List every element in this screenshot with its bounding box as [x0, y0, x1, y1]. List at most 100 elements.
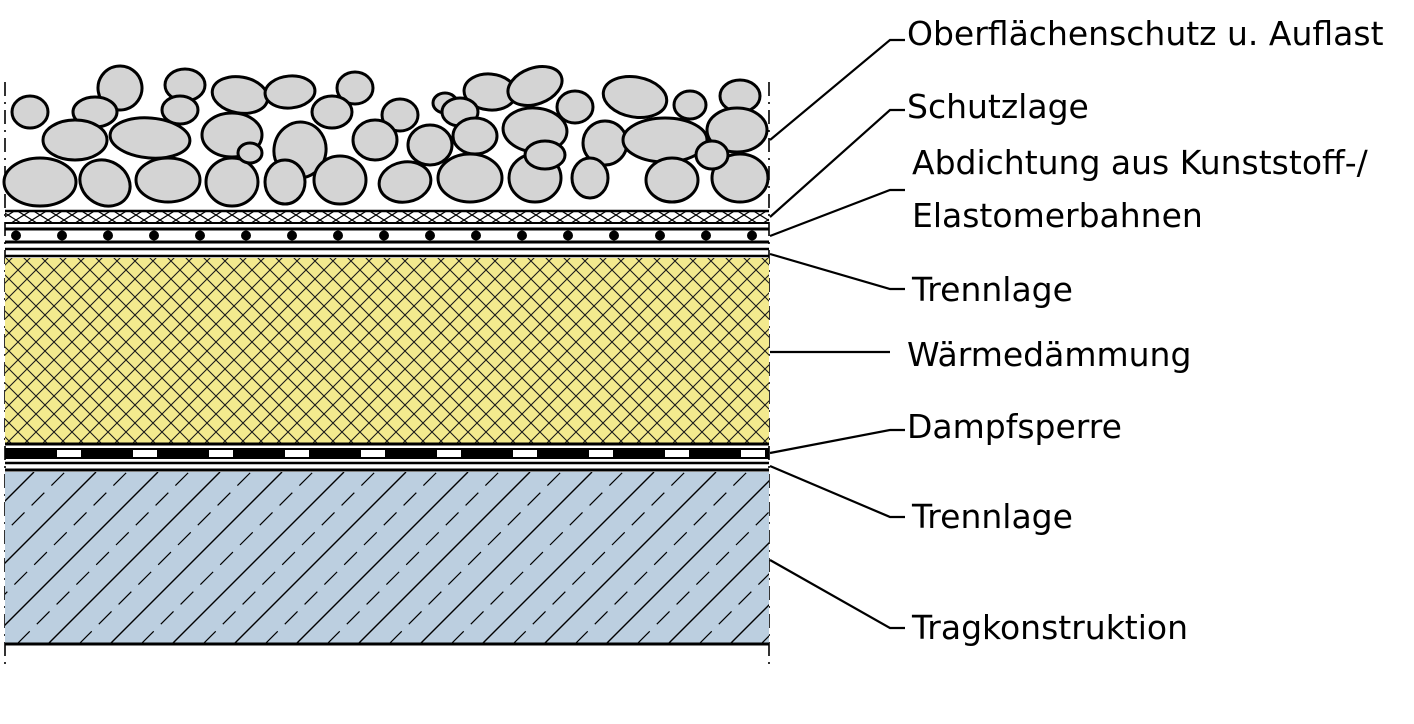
stone	[644, 156, 700, 204]
stone	[436, 152, 504, 204]
stone	[78, 158, 132, 208]
leader-separation-top	[769, 252, 905, 291]
stone	[694, 139, 730, 171]
layer-labels: Oberflächenschutz u. Auflast Schutzlage …	[907, 14, 1384, 647]
seal-dot	[701, 230, 711, 241]
stone	[710, 152, 770, 204]
label-sealing-line2: Elastomerbahnen	[912, 196, 1203, 235]
stone	[335, 70, 375, 106]
structure-hatch-line	[481, 472, 655, 644]
label-separation-bottom: Trennlage	[911, 497, 1073, 536]
structure-hatch-line	[729, 604, 769, 644]
seal-dot	[103, 230, 113, 241]
label-structure: Tragkonstruktion	[911, 608, 1188, 647]
structure-hatch-line	[5, 472, 35, 502]
insulation-layer	[5, 258, 769, 446]
stone	[263, 74, 317, 110]
structure-layer	[0, 472, 769, 646]
stone	[108, 116, 192, 160]
structure-hatch-dashed-line	[636, 511, 769, 644]
stone	[2, 156, 78, 208]
stone	[134, 156, 202, 204]
protection-layer	[5, 209, 769, 224]
seal-dot	[195, 230, 205, 241]
structure-hatch-dashed-line	[16, 472, 190, 644]
structure-hatch-dashed-line	[512, 472, 686, 644]
stone	[380, 97, 420, 133]
structure-hatch-line	[543, 472, 717, 644]
stone	[351, 118, 399, 162]
stone	[672, 89, 708, 121]
structure-hatch-dashed-line	[450, 472, 624, 644]
seal-dot	[425, 230, 435, 241]
structure-hatch-dashed-line	[264, 472, 438, 644]
stone	[705, 106, 769, 154]
seal-dot	[655, 230, 665, 241]
structure-hatch-line	[5, 472, 159, 626]
stone	[312, 154, 368, 206]
stone	[263, 158, 307, 206]
stone	[506, 65, 564, 107]
seal-dot	[747, 230, 757, 241]
structure-hatch-line	[47, 472, 221, 644]
stone	[310, 94, 354, 130]
stone	[236, 141, 264, 165]
stone	[204, 156, 260, 208]
leader-lines	[769, 38, 905, 630]
structure-hatch-line	[667, 542, 769, 644]
label-insulation: Wärmedämmung	[907, 335, 1191, 374]
label-sealing-line1: Abdichtung aus Kunststoff-/	[912, 143, 1369, 182]
stone	[621, 116, 709, 164]
label-protection-layer: Schutzlage	[907, 87, 1089, 126]
stone	[160, 94, 200, 126]
structure-hatch-dashed-line	[140, 472, 314, 644]
stone	[10, 94, 50, 130]
structure-hatch-dashed-line	[574, 472, 748, 644]
seal-dot	[609, 230, 619, 241]
seal-dot	[333, 230, 343, 241]
structure-hatch-line	[605, 480, 769, 644]
structure-hatch-line	[295, 472, 469, 644]
structure-hatch-line	[233, 472, 407, 644]
structure-hatch-dashed-line	[5, 472, 66, 533]
stone	[451, 116, 499, 156]
structure-hatch-line	[5, 472, 97, 564]
leader-protection	[769, 108, 905, 218]
stone	[601, 75, 669, 119]
vapor-barrier-layer	[5, 448, 769, 459]
seal-dot	[11, 230, 21, 241]
seal-dot	[57, 230, 67, 241]
label-vapor-barrier: Dampfsperre	[907, 407, 1122, 446]
leader-surface	[769, 38, 905, 141]
structure-hatch-dashed-line	[0, 472, 3, 644]
label-surface-protection: Oberflächenschutz u. Auflast	[907, 14, 1384, 53]
seal-dot	[241, 230, 251, 241]
leader-vapor	[769, 428, 905, 455]
stone	[523, 139, 567, 171]
structure-hatch-line	[357, 472, 531, 644]
structure-hatch-dashed-line	[5, 472, 128, 595]
gravel-layer	[2, 64, 770, 208]
structure-hatch-line	[109, 472, 283, 644]
seal-dot	[149, 230, 159, 241]
label-separation-top: Trennlage	[911, 270, 1073, 309]
sealing-layer	[5, 227, 769, 244]
leader-seal	[769, 188, 905, 238]
stone	[210, 75, 270, 115]
seal-dot	[517, 230, 527, 241]
seal-dot	[471, 230, 481, 241]
stone	[555, 89, 595, 125]
separation-layer-bottom	[5, 461, 769, 472]
leader-structure	[769, 559, 905, 630]
stone	[41, 118, 109, 162]
structure-hatch-dashed-line	[202, 472, 376, 644]
structure-hatch-dashed-line	[78, 472, 252, 644]
stone	[377, 160, 433, 204]
seal-dot	[379, 230, 389, 241]
structure-hatch-dashed-line	[698, 573, 769, 644]
separation-layer-top	[5, 247, 769, 258]
structure-hatch-line	[171, 472, 345, 644]
stone	[406, 123, 454, 167]
structure-hatch-line	[419, 472, 593, 644]
